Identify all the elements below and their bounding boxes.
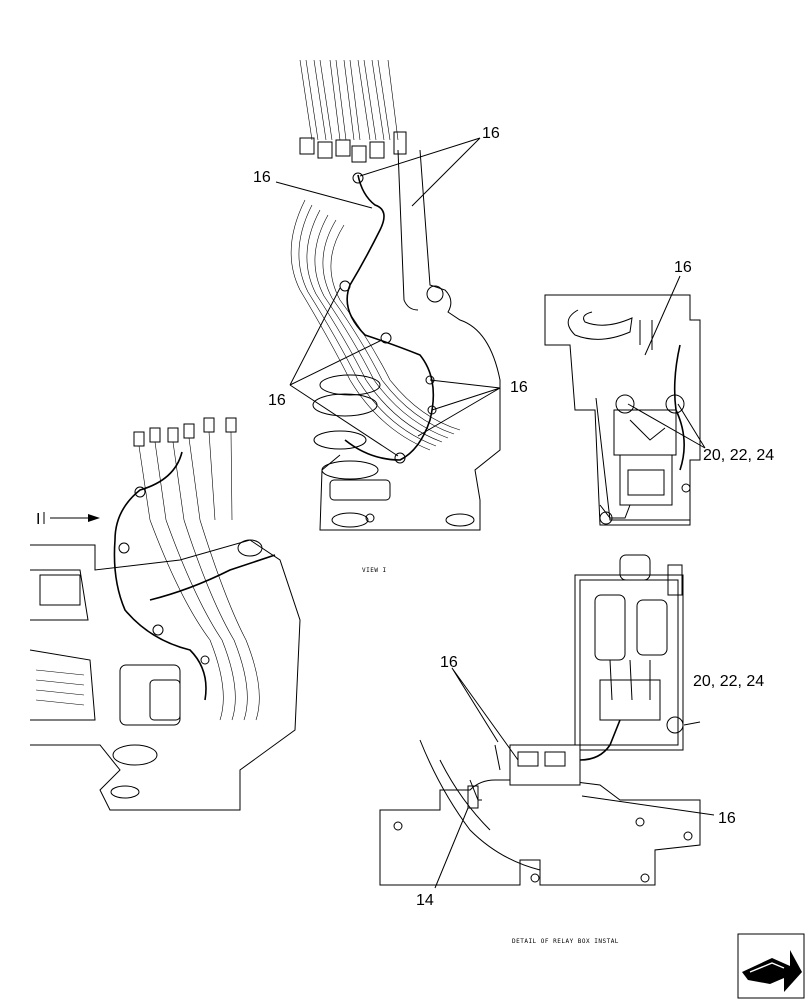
caption-detail: DETAIL OF RELAY BOX INSTAL: [512, 938, 619, 945]
callout-16-top-b: 16: [253, 169, 271, 186]
callout-16-detail-a: 16: [440, 654, 458, 671]
view-marker: I: [36, 511, 40, 528]
top-view-drawing: [275, 59, 501, 531]
caption-view: VIEW I: [362, 567, 387, 574]
callout-16-top-d: 16: [510, 379, 528, 396]
detail-view-drawing: [379, 554, 715, 889]
left-view-drawing: [29, 417, 301, 811]
callout-14-detail: 14: [416, 892, 434, 909]
callout-20-22-24-right: 20, 22, 24: [703, 447, 774, 464]
right-view-drawing: [544, 275, 706, 526]
next-page-arrow-icon[interactable]: [737, 933, 805, 999]
callout-16-top-c: 16: [268, 392, 286, 409]
callout-16-right: 16: [674, 259, 692, 276]
callout-16-top-a: 16: [482, 125, 500, 142]
callout-16-detail-b: 16: [718, 810, 736, 827]
callout-20-22-24-detail: 20, 22, 24: [693, 673, 764, 690]
